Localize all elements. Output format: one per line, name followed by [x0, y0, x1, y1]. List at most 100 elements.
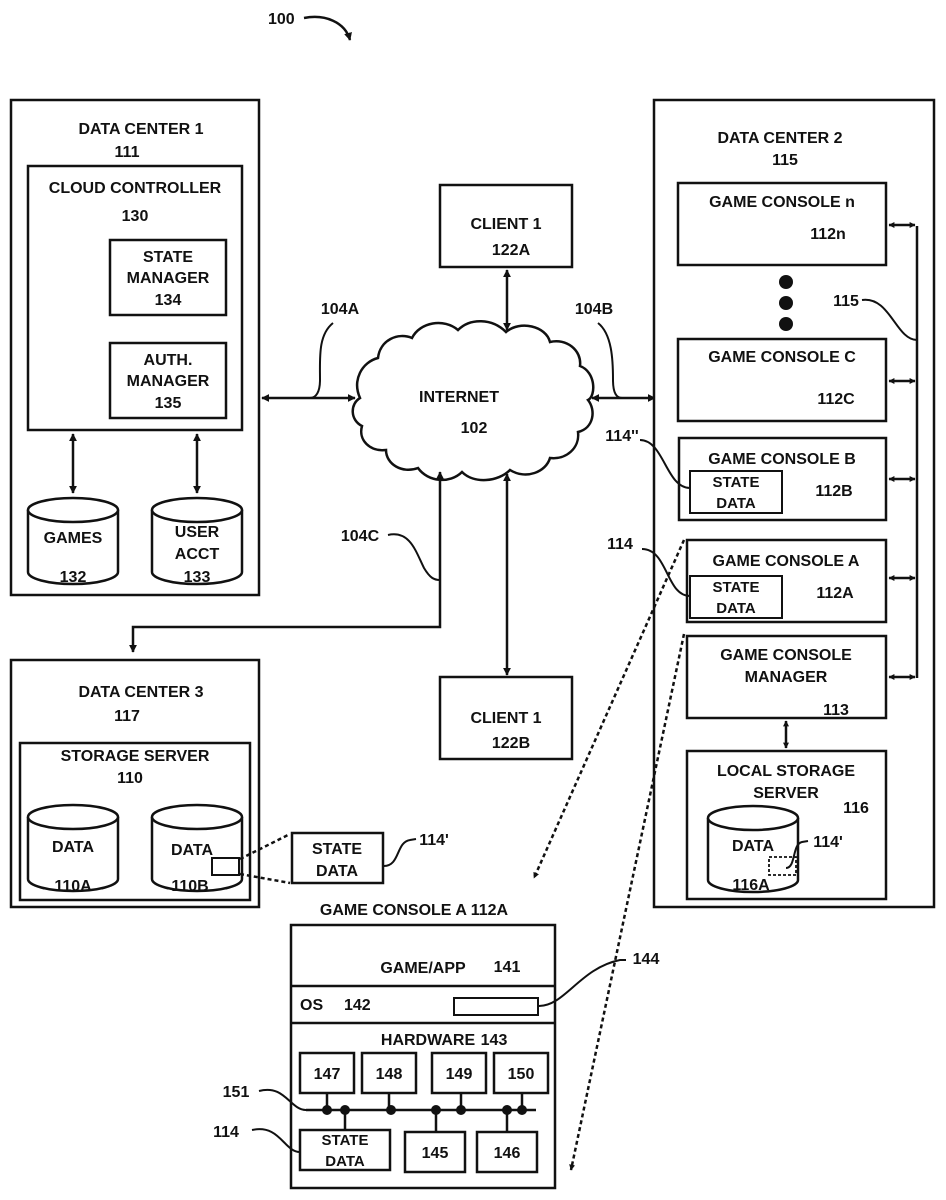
- game-console-n-ref: 112n: [810, 226, 846, 243]
- hardware-state-ref: 114: [213, 1124, 239, 1141]
- user-acct-db-ref: 133: [184, 569, 211, 586]
- bus-node: [517, 1105, 527, 1115]
- internet-label: INTERNET: [419, 389, 499, 406]
- internet-ref: 102: [461, 420, 488, 437]
- state-data-label-1: STATE: [312, 841, 362, 858]
- client-122b[interactable]: CLIENT 1 122B: [440, 474, 572, 759]
- state-manager-ref: 134: [155, 292, 182, 309]
- hardware-component-label: 149: [446, 1066, 473, 1083]
- os-component-144[interactable]: [454, 998, 538, 1015]
- local-storage-db-label: DATA: [732, 838, 775, 855]
- game-console-b[interactable]: GAME CONSOLE B STATE DATA 112B 114'': [605, 428, 915, 520]
- data-db-110b-top: [152, 805, 242, 829]
- link-104a-label: 104A: [321, 301, 360, 318]
- figure-ref-label: 100: [268, 11, 295, 28]
- data-center-2-title: DATA CENTER 2: [717, 130, 842, 147]
- link-104a: 104A: [262, 301, 360, 398]
- data-center-3: DATA CENTER 3 117 STORAGE SERVER 110 DAT…: [11, 660, 259, 907]
- data-center-3-ref: 117: [114, 708, 140, 725]
- bus-node: [456, 1105, 466, 1115]
- data-db-110b-state-slot[interactable]: [212, 858, 239, 875]
- hardware-component-label: 150: [508, 1066, 535, 1083]
- local-storage-label-1: LOCAL STORAGE: [717, 763, 855, 780]
- game-console-b-state-ref: 114'': [605, 428, 638, 445]
- hardware-state-label-1: STATE: [322, 1132, 369, 1149]
- bus-node: [322, 1105, 332, 1115]
- game-console-b-label: GAME CONSOLE B: [708, 451, 856, 468]
- user-acct-db-label-1: USER: [175, 524, 220, 541]
- ellipsis-dot: [779, 317, 793, 331]
- data-center-2: DATA CENTER 2 115 115 GAME CONSOLE n 112…: [605, 100, 934, 907]
- link-104b-leader: [598, 323, 622, 398]
- game-console-a-state-label-1: STATE: [713, 579, 760, 596]
- game-console-a-ref: 112A: [816, 585, 854, 602]
- internet[interactable]: INTERNET 102: [353, 321, 594, 480]
- data-db-110b-ref: 110B: [171, 878, 208, 895]
- data-db-110b[interactable]: DATA 110B: [152, 805, 242, 895]
- hardware-ref: 143: [481, 1032, 508, 1049]
- hardware-component-label: 145: [422, 1145, 449, 1162]
- data-db-110a-label: DATA: [52, 839, 95, 856]
- user-acct-db-label-2: ACCT: [175, 546, 220, 563]
- state-data-ref: 114': [419, 832, 449, 849]
- ellipsis-dot: [779, 275, 793, 289]
- state-manager[interactable]: STATE MANAGER 134: [110, 240, 226, 315]
- game-console-manager-label-1: GAME CONSOLE: [720, 647, 852, 664]
- game-console-n-label: GAME CONSOLE n: [709, 194, 855, 211]
- client-122a-ref: 122A: [492, 242, 531, 259]
- cloud-controller-ref: 130: [122, 208, 149, 225]
- hardware-component-label: 148: [376, 1066, 403, 1083]
- local-storage-db-top: [708, 806, 798, 830]
- client-122a[interactable]: CLIENT 1 122A: [440, 185, 572, 330]
- state-manager-label-2: MANAGER: [127, 270, 210, 287]
- state-manager-label-1: STATE: [143, 249, 193, 266]
- game-console-n[interactable]: GAME CONSOLE n 112n: [678, 183, 915, 265]
- console-detail: GAME CONSOLE A 112A GAME/APP 141 OS 142 …: [213, 902, 659, 1188]
- auth-manager[interactable]: AUTH. MANAGER 135: [110, 343, 226, 418]
- data-center-1-title: DATA CENTER 1: [78, 121, 203, 138]
- games-db-ref: 132: [60, 569, 87, 586]
- data-center-1-ref: 111: [115, 144, 140, 161]
- client-122b-ref: 122B: [492, 735, 530, 752]
- game-console-c-ref: 112C: [817, 391, 855, 408]
- game-console-a-state-label-2: DATA: [716, 600, 756, 617]
- games-db-label: GAMES: [44, 530, 103, 547]
- link-104c-leader: [388, 534, 440, 580]
- os-component-ref: 144: [633, 951, 660, 968]
- bus-node: [386, 1105, 396, 1115]
- games-database[interactable]: GAMES 132: [28, 498, 118, 586]
- game-console-c[interactable]: GAME CONSOLE C 112C: [678, 339, 915, 421]
- local-storage-label-2: SERVER: [753, 785, 819, 802]
- game-console-b-state-label-2: DATA: [716, 495, 756, 512]
- console-detail-title: GAME CONSOLE A 112A: [320, 902, 509, 919]
- hardware-bus-ref: 151: [223, 1084, 250, 1101]
- user-acct-database[interactable]: USER ACCT 133: [152, 498, 242, 586]
- hardware-component-label: 147: [314, 1066, 341, 1083]
- game-console-b-state-label-1: STATE: [713, 474, 760, 491]
- data-db-110b-label: DATA: [171, 842, 214, 859]
- local-storage-server[interactable]: LOCAL STORAGE SERVER 116 DATA 116A 114': [687, 751, 886, 899]
- bus-node: [431, 1105, 441, 1115]
- state-data-114-prime[interactable]: STATE DATA 114': [240, 832, 449, 883]
- client-122a-label: CLIENT 1: [470, 216, 541, 233]
- data-db-110a-top: [28, 805, 118, 829]
- local-storage-db-ref: 116A: [732, 877, 770, 894]
- game-console-a-label: GAME CONSOLE A: [713, 553, 860, 570]
- ellipsis-dot: [779, 296, 793, 310]
- storage-server-title: STORAGE SERVER: [61, 748, 210, 765]
- games-db-top: [28, 498, 118, 522]
- data-center-1: DATA CENTER 1 111 CLOUD CONTROLLER 130 S…: [11, 100, 259, 595]
- storage-server-ref: 110: [117, 770, 143, 787]
- state-data-leader: [384, 839, 416, 866]
- local-storage-state-ref: 114': [813, 834, 843, 851]
- data-center-2-ref: 115: [772, 152, 798, 169]
- data-db-110a[interactable]: DATA 110A: [28, 805, 118, 895]
- hardware-component-label: 146: [494, 1145, 521, 1162]
- hardware-state-label-2: DATA: [325, 1153, 365, 1170]
- game-console-a-state-ref: 114: [607, 536, 633, 553]
- game-console-b-ref: 112B: [815, 483, 852, 500]
- os-label: OS: [300, 997, 323, 1014]
- figure-reference: 100: [268, 11, 350, 40]
- bus-node: [502, 1105, 512, 1115]
